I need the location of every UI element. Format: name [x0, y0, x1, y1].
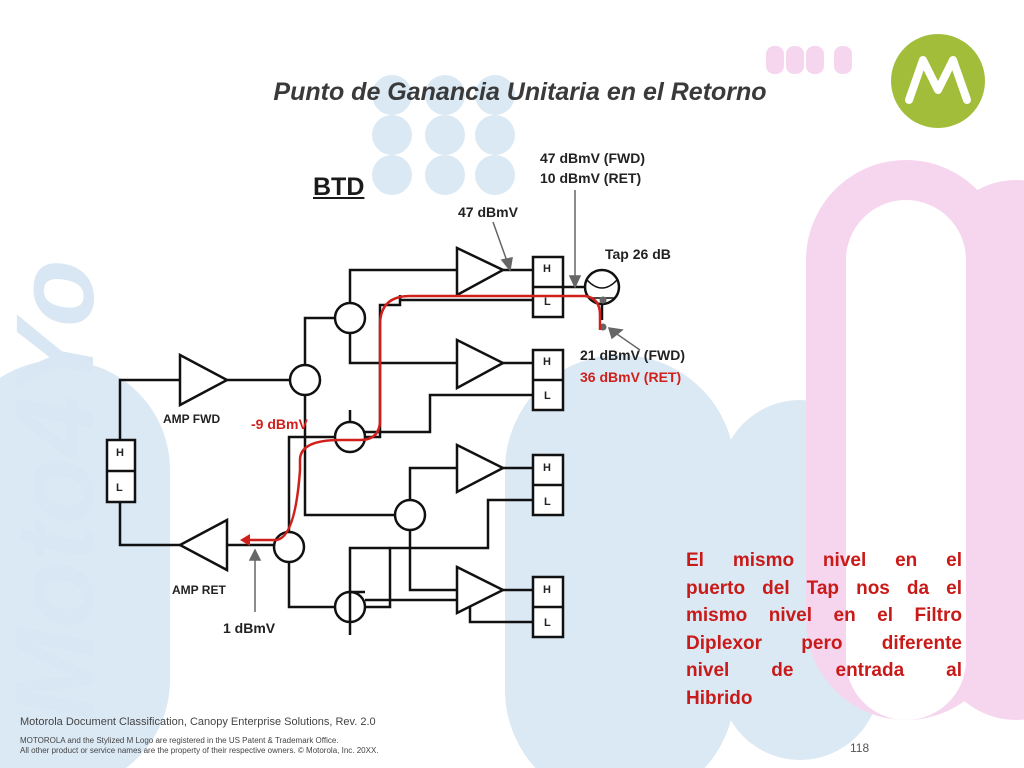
main-diplexer-low: L [116, 482, 123, 494]
tap-value-label: Tap 26 dB [605, 246, 671, 262]
amp-output-label: 47 dBmV [458, 204, 518, 220]
splitter-ret-a [333, 420, 367, 454]
amp-line-2-icon [455, 337, 506, 391]
diagram-subtitle: BTD [313, 173, 365, 201]
diplexer-3-low: L [544, 496, 551, 508]
footer-trademark: MOTOROLA and the Stylized M Logo are reg… [20, 736, 379, 756]
diplexer-2-high: H [543, 356, 551, 368]
note-line-1: El mismo nivel en el [686, 550, 962, 571]
splitter-ret [272, 530, 306, 564]
motorola-logo-icon [891, 34, 985, 128]
slide-title: Punto de Ganancia Unitaria en el Retorno [273, 78, 767, 106]
tap-input-fwd-label: 47 dBmV (FWD) [540, 150, 645, 166]
note-line-2: puerto del Tap nos da el [686, 577, 962, 599]
page-number: 118 [850, 741, 870, 755]
main-diplexer-high: H [116, 447, 124, 459]
diplexer-4-low: L [544, 617, 551, 629]
amp-fwd-label: AMP FWD [163, 412, 221, 426]
splitter-fwd-b [393, 498, 427, 532]
footer-trademark-line-2: All other product or service names are t… [20, 746, 379, 755]
amp-line-3-icon [455, 442, 506, 495]
return-level-label: -9 dBmV [251, 416, 308, 432]
amp-line-1-icon [455, 246, 506, 298]
tap-input-ret-label: 10 dBmV (RET) [540, 170, 642, 186]
port-fwd-label: 21 dBmV (FWD) [580, 347, 685, 363]
amp-ret-label: AMP RET [172, 583, 226, 597]
note-line-5: nivel de entrada al [686, 660, 962, 681]
note-line-6: Hibrido [686, 687, 753, 709]
footer-classification: Motorola Document Classification, Canopy… [20, 716, 376, 728]
diplexer-1-high: H [543, 263, 551, 275]
amp-fwd-icon [178, 352, 230, 408]
diplexer-2-low: L [544, 390, 551, 402]
amp-ret-icon [177, 517, 229, 573]
footer-trademark-line-1: MOTOROLA and the Stylized M Logo are reg… [20, 736, 339, 745]
splitter-fwd-a [333, 301, 367, 335]
splitter-fwd [288, 363, 322, 397]
note-line-3: mismo nivel en el Filtro [686, 605, 962, 626]
diplexer-4-high: H [543, 584, 551, 596]
return-signal-path [248, 294, 602, 542]
amp-line-4-icon [455, 564, 506, 616]
note-line-4: Diplexor pero diferente [686, 632, 962, 654]
diplexer-3-high: H [543, 462, 551, 474]
diplexer-1-low: L [544, 296, 551, 308]
port-ret-label: 36 dBmV (RET) [580, 369, 682, 385]
amp-ret-input-label: 1 dBmV [223, 620, 276, 636]
explanation-note: El mismo nivel en el puerto del Tap nos … [686, 547, 962, 712]
